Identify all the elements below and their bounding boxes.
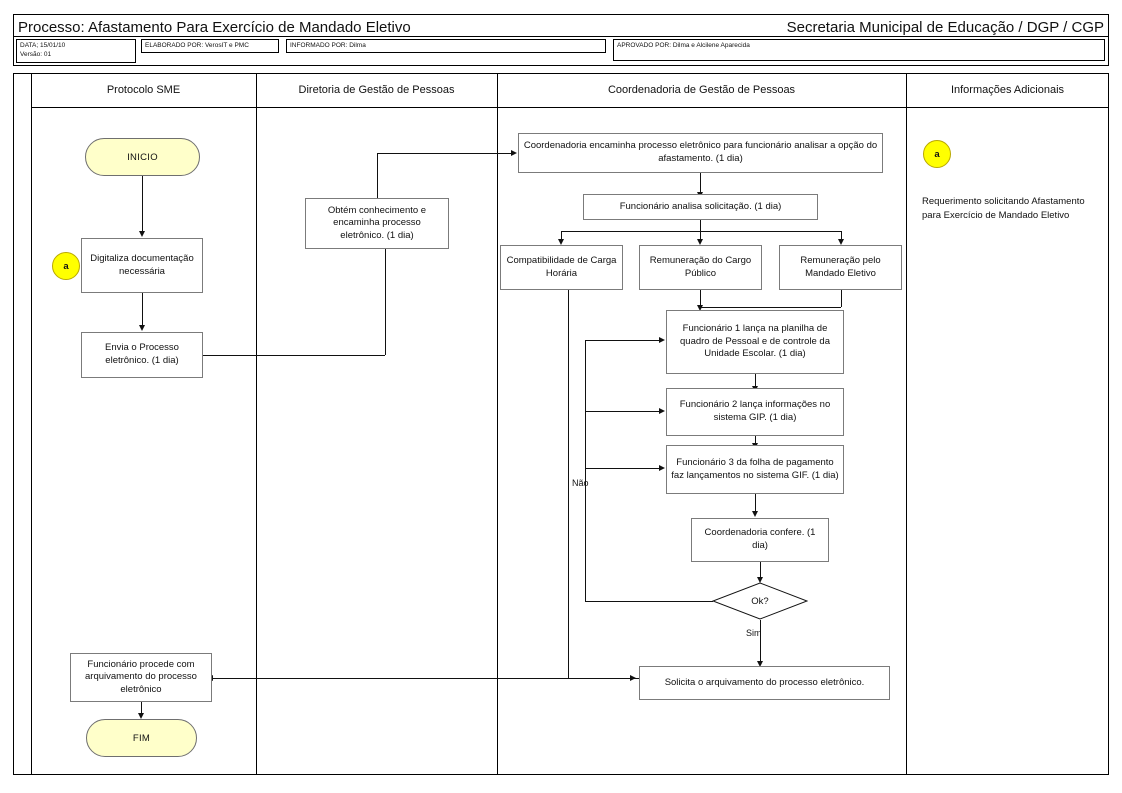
arrowhead-nao-func3 xyxy=(659,465,665,471)
meta-aprovado-field: APROVADO POR: Dilma e Alcilene Aparecida xyxy=(613,39,1105,61)
edge-obtem-coord-h xyxy=(377,153,512,154)
node-coordenadoria-encaminha[interactable]: Coordenadoria encaminha processo eletrôn… xyxy=(518,133,883,173)
arrowhead-digitaliza-envia xyxy=(139,325,145,331)
arrowhead-procede-fim xyxy=(138,713,144,719)
node-funcionario3[interactable]: Funcionário 3 da folha de pagamento faz … xyxy=(666,445,844,494)
lane-header-coordenadoria: Coordenadoria de Gestão de Pessoas xyxy=(607,84,796,96)
swimlane-frame xyxy=(13,73,1109,775)
node-funcionario-analisa[interactable]: Funcionário analisa solicitação. (1 dia) xyxy=(583,194,818,220)
header-frame xyxy=(13,14,1109,66)
meta-version-line: Versão: 01 xyxy=(20,50,52,58)
lane-header-divider xyxy=(31,107,1109,108)
edge-remunmandado-down xyxy=(841,290,842,307)
meta-data-field: DATA; 15/01/10 Versão: 01 xyxy=(16,39,136,63)
lane-divider-2 xyxy=(497,73,498,775)
node-obtem[interactable]: Obtém conhecimento e encaminha processo … xyxy=(305,198,449,249)
node-digitaliza[interactable]: Digitaliza documentação necessária xyxy=(81,238,203,293)
edge-remuncargo-func1 xyxy=(700,290,701,307)
node-funcionario-procede[interactable]: Funcionário procede com arquivamento do … xyxy=(70,653,212,702)
edge-nao-to-func1 xyxy=(585,340,660,341)
node-compatibilidade[interactable]: Compatibilidade de Carga Horária xyxy=(500,245,623,290)
node-decisao-ok[interactable]: Ok? xyxy=(712,582,808,620)
lane-header-informacoes: Informações Adicionais xyxy=(950,84,1065,96)
edge-solicita-procede xyxy=(212,678,639,679)
arrowhead-bus-compat xyxy=(558,239,564,245)
arrowhead-confere-decisao xyxy=(757,577,763,583)
decisao-ok-label: Ok? xyxy=(751,595,769,607)
arrowhead-obtem-coord xyxy=(511,150,517,156)
lane-divider-1 xyxy=(256,73,257,775)
edge-analisa-bus-h xyxy=(561,231,841,232)
arrowhead-nao-func1 xyxy=(659,337,665,343)
meta-data-line1: DATA; 15/01/10 xyxy=(20,42,66,49)
node-remuneracao-mandado[interactable]: Remuneração pelo Mandado Eletivo xyxy=(779,245,902,290)
edge-nao-to-func3 xyxy=(585,468,660,469)
edge-func3-confere xyxy=(755,494,756,513)
edge-compat-down xyxy=(568,290,569,678)
edge-nao-v xyxy=(585,340,586,601)
connector-a-right[interactable]: a xyxy=(923,140,951,168)
edge-bus-compat xyxy=(561,231,562,241)
edge-envia-obtem-v xyxy=(385,249,386,355)
node-solicita-arquivamento[interactable]: Solicita o arquivamento do processo elet… xyxy=(639,666,890,700)
edge-remunmandado-join xyxy=(700,307,841,308)
arrowhead-nao-func2 xyxy=(659,408,665,414)
note-requerimento: Requerimento solicitando Afastamento par… xyxy=(922,196,1085,221)
page-title: Processo: Afastamento Para Exercício de … xyxy=(18,19,411,36)
edge-procede-fim xyxy=(141,702,142,715)
edge-analisa-bus-v xyxy=(700,220,701,231)
arrowhead-inicio-digitaliza xyxy=(139,231,145,237)
edge-sim-v xyxy=(760,620,761,664)
lane-divider-margin xyxy=(31,73,32,775)
node-funcionario1[interactable]: Funcionário 1 lança na planilha de quadr… xyxy=(666,310,844,374)
arrowhead-func3-confere xyxy=(752,511,758,517)
org-title: Secretaria Municipal de Educação / DGP /… xyxy=(786,19,1104,36)
edge-obtem-coord-v xyxy=(377,153,378,198)
header-divider xyxy=(13,36,1109,37)
node-fim[interactable]: FIM xyxy=(86,719,197,757)
lane-header-protocolo: Protocolo SME xyxy=(106,84,181,96)
edge-inicio-digitaliza xyxy=(142,176,143,232)
lane-divider-3 xyxy=(906,73,907,775)
node-funcionario2[interactable]: Funcionário 2 lança informações no siste… xyxy=(666,388,844,436)
arrowhead-bus-remun-cargo xyxy=(697,239,703,245)
edge-func2-func3 xyxy=(755,436,756,445)
lane-header-diretoria: Diretoria de Gestão de Pessoas xyxy=(298,84,455,96)
arrowhead-bus-remun-mandado xyxy=(838,239,844,245)
node-inicio[interactable]: INICIO xyxy=(85,138,200,176)
edge-envia-obtem-h xyxy=(203,355,385,356)
edge-bus-remun-mandado xyxy=(841,231,842,241)
edge-bus-remun-cargo xyxy=(700,231,701,241)
edge-digitaliza-envia xyxy=(142,293,143,327)
edge-nao-to-func2 xyxy=(585,411,660,412)
connector-a-left[interactable]: a xyxy=(52,252,80,280)
node-remuneracao-cargo[interactable]: Remuneração do Cargo Público xyxy=(639,245,762,290)
edge-nao-h xyxy=(585,601,713,602)
arrowhead-sim-solicita xyxy=(757,661,763,667)
edge-confere-decisao xyxy=(760,562,761,580)
edge-func1-func2 xyxy=(755,374,756,388)
meta-elaborado-field: ELABORADO POR: VerosIT e PMC xyxy=(141,39,279,53)
arrowhead-remuncargo-func1 xyxy=(697,305,703,311)
node-envia[interactable]: Envia o Processo eletrônico. (1 dia) xyxy=(81,332,203,378)
edge-coord-analisa xyxy=(700,173,701,194)
node-coordenadoria-confere[interactable]: Coordenadoria confere. (1 dia) xyxy=(691,518,829,562)
edge-label-sim: Sim xyxy=(746,628,762,638)
meta-informado-field: INFORMADO POR: Dilma xyxy=(286,39,606,53)
edge-label-nao: Não xyxy=(572,478,589,488)
